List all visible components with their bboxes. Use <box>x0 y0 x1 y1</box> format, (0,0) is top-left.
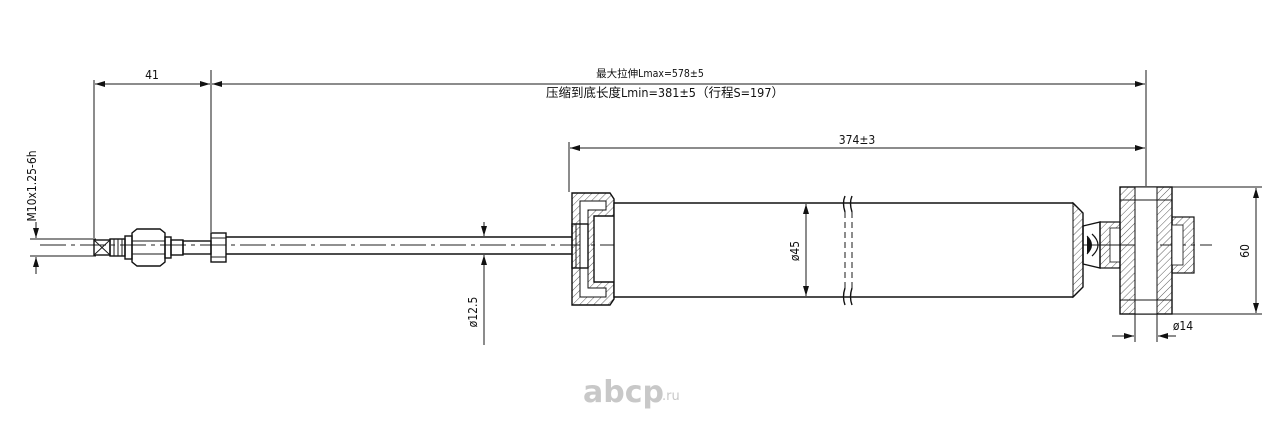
dimension-eye-bore: ø14 <box>1112 314 1193 342</box>
watermark-text: abcp <box>583 375 664 410</box>
dimension-thread-length: 41 <box>93 68 212 238</box>
rod-diameter-label: ø12.5 <box>466 297 480 328</box>
bottom-eye <box>1082 186 1195 315</box>
body-tube <box>613 195 1084 306</box>
body-length-label: 374±3 <box>839 133 876 147</box>
dust-cap <box>571 192 615 306</box>
dimension-thread-spec: M10x1.25-6h <box>25 150 96 274</box>
watermark-logo: abcp .ru <box>583 375 680 410</box>
max-length-label: 最大拉伸Lmax=578±5 <box>596 67 704 80</box>
eye-height-label: 60 <box>1238 244 1252 258</box>
eye-bore-label: ø14 <box>1173 319 1193 333</box>
thread-length-label: 41 <box>145 68 159 82</box>
min-length-label: 压缩到底长度Lmin=381±5（行程S=197） <box>546 85 784 100</box>
threaded-stud <box>93 228 227 267</box>
thread-spec-label: M10x1.25-6h <box>25 150 39 221</box>
dimension-body-diameter: ø45 <box>788 204 809 296</box>
body-diameter-label: ø45 <box>788 241 802 261</box>
piston-rod <box>226 236 572 255</box>
watermark-suffix: .ru <box>662 389 680 404</box>
dimension-eye-height: 60 <box>1172 186 1262 315</box>
dimension-rod-diameter: ø12.5 <box>466 222 487 345</box>
dimension-body-length: 374±3 <box>568 133 1145 192</box>
dimension-max-length: 最大拉伸Lmax=578±5 压缩到底长度Lmin=381±5（行程S=197） <box>212 67 1147 186</box>
